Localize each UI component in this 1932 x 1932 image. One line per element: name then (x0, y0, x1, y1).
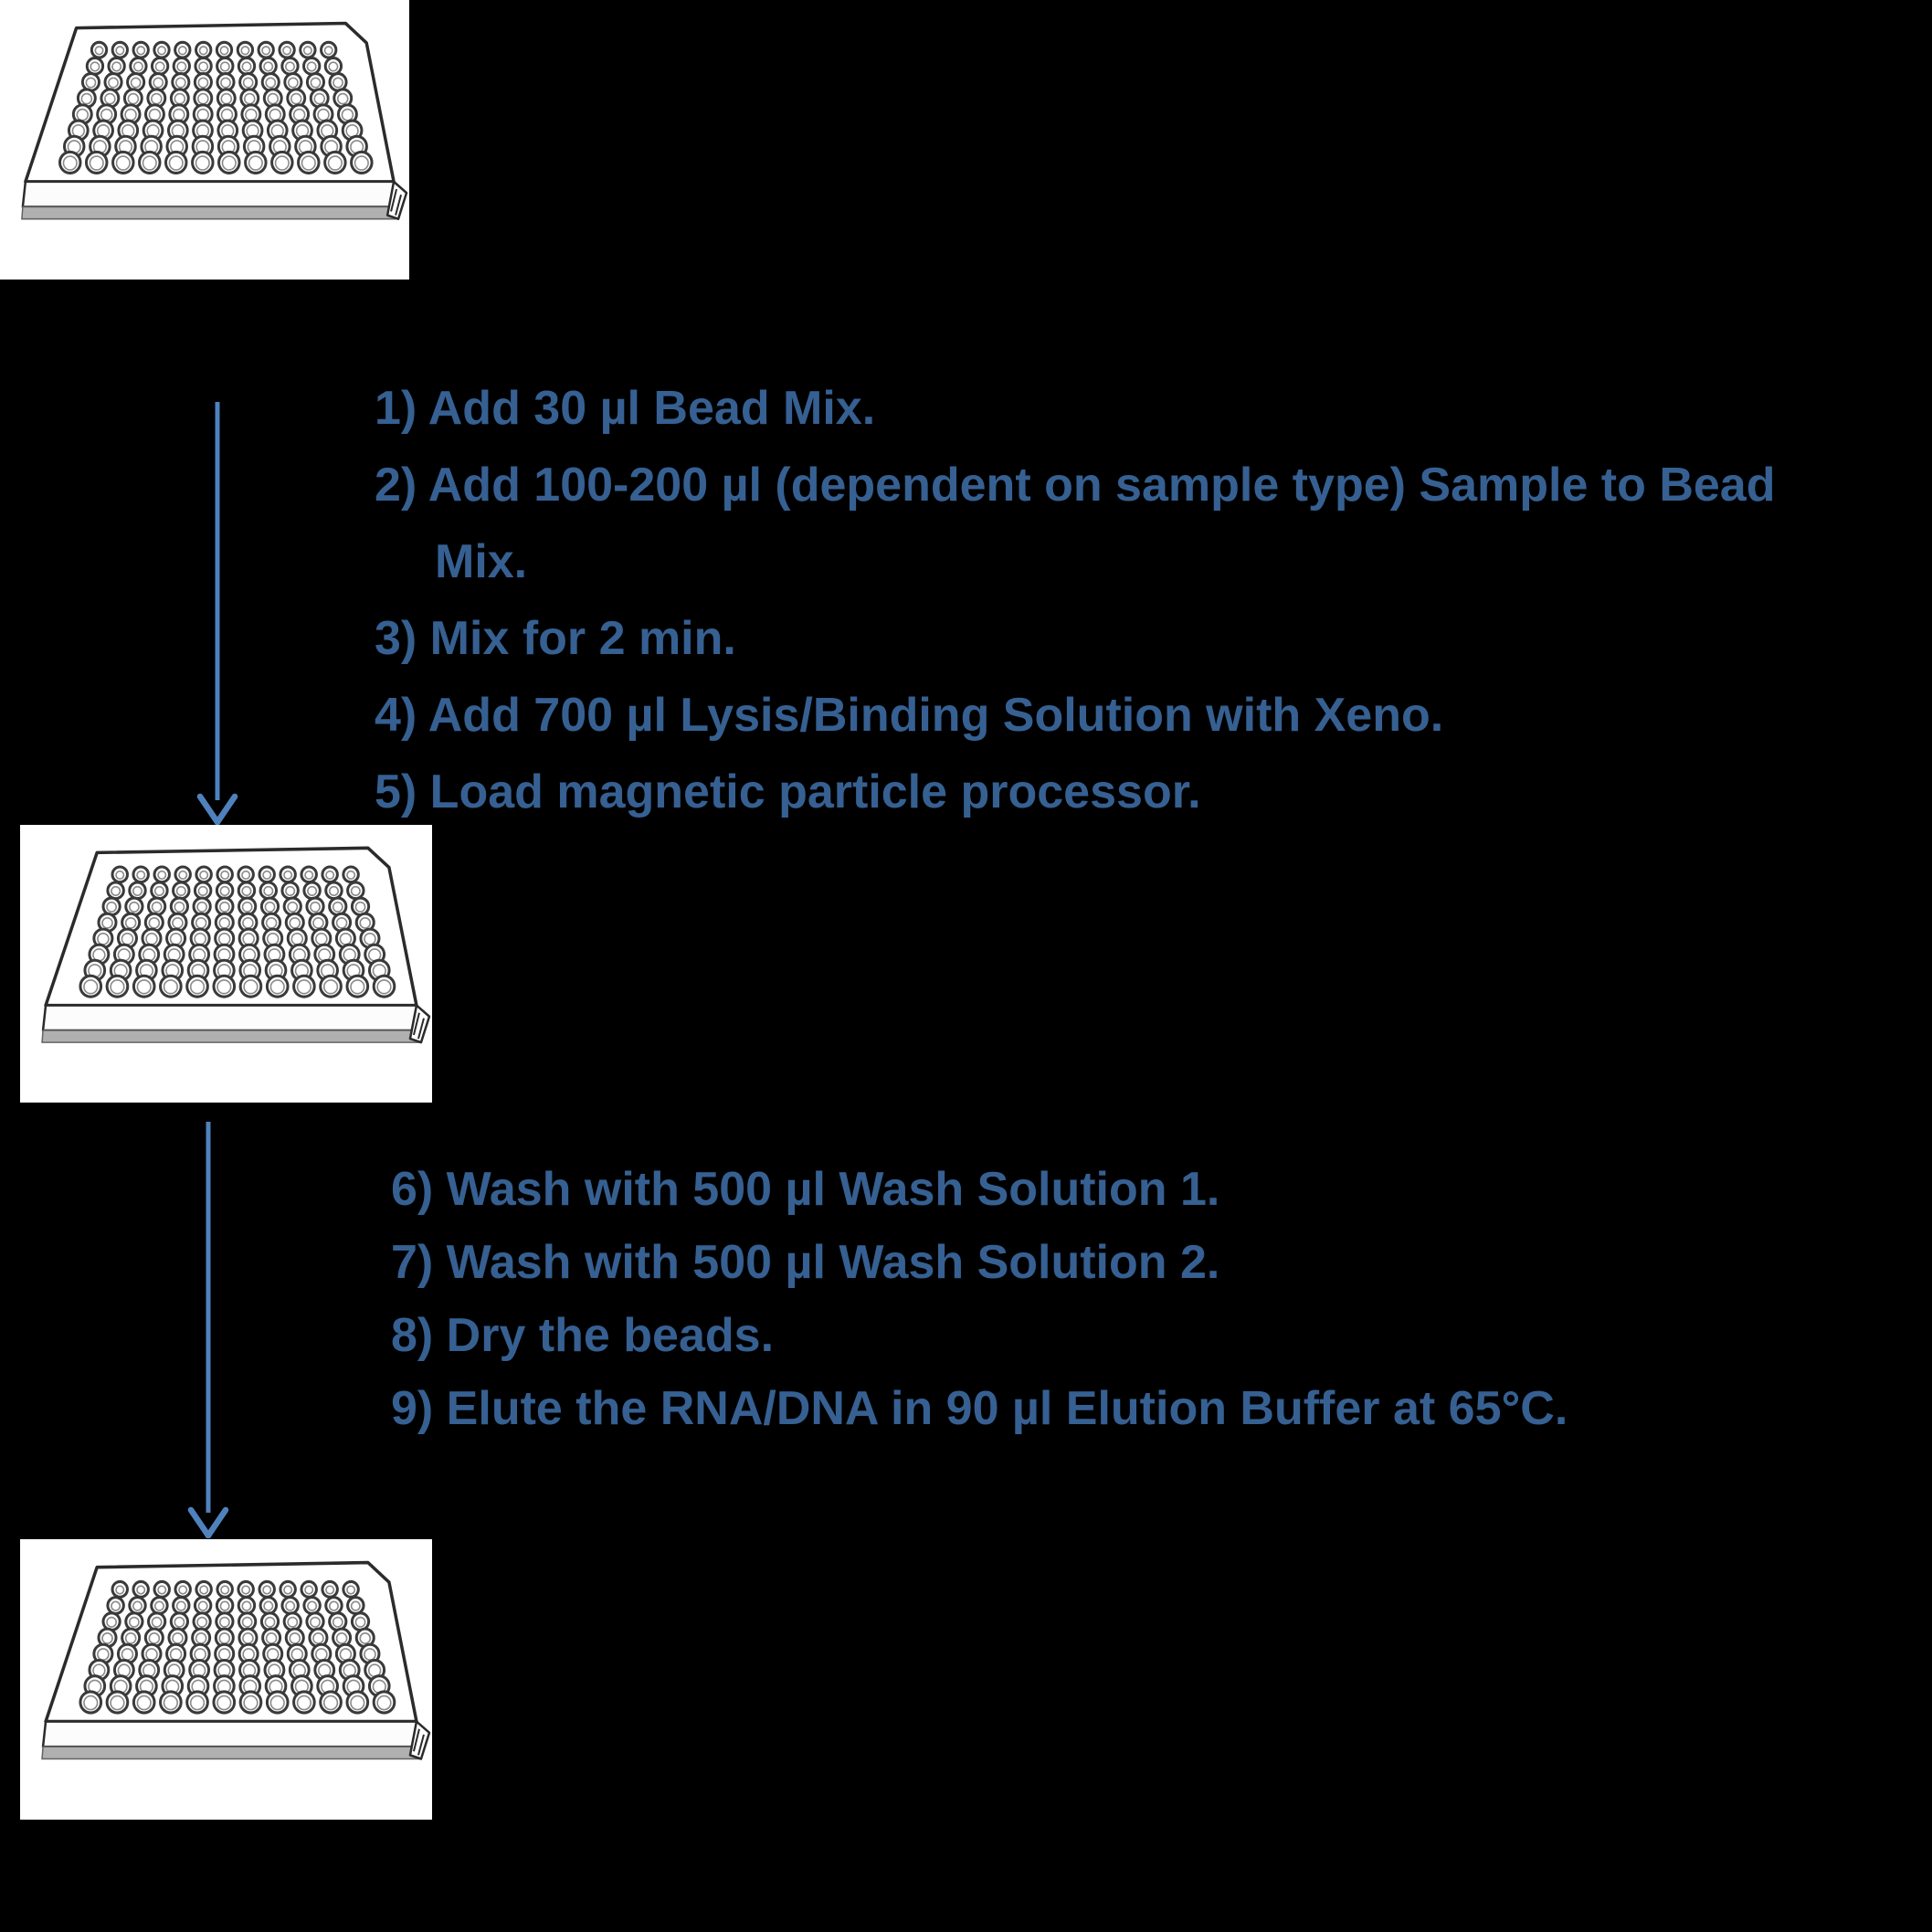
protocol-step-9: 9) Elute the RNA/DNA in 90 µl Elution Bu… (391, 1382, 1568, 1435)
protocol-step-5: 5) Load magnetic particle processor. (375, 765, 1201, 818)
protocol-step-2: 2) Add 100-200 µl (dependent on sample t… (375, 459, 1776, 512)
protocol-steps-1-5: 1) Add 30 µl Bead Mix. 2) Add 100-200 µl… (375, 370, 1776, 830)
flow-arrow-down-2 (187, 1122, 229, 1538)
96-well-microplate-icon (20, 1539, 432, 1820)
protocol-step-6: 6) Wash with 500 µl Wash Solution 1. (391, 1163, 1220, 1216)
protocol-step-8: 8) Dry the beads. (391, 1309, 775, 1362)
protocol-step-2-continued: Mix. (435, 535, 528, 588)
96-well-microplate-icon (0, 0, 409, 280)
protocol-steps-6-9: 6) Wash with 500 µl Wash Solution 1. 7) … (391, 1153, 1568, 1445)
protocol-step-7: 7) Wash with 500 µl Wash Solution 2. (391, 1236, 1220, 1289)
protocol-step-4: 4) Add 700 µl Lysis/Binding Solution wit… (375, 689, 1444, 742)
microplate-image-2 (20, 825, 432, 1103)
protocol-step-3: 3) Mix for 2 min. (375, 612, 736, 665)
96-well-microplate-icon (20, 825, 432, 1103)
protocol-step-1: 1) Add 30 µl Bead Mix. (375, 382, 876, 435)
flow-arrow-down-1 (196, 402, 238, 826)
microplate-image-3 (20, 1539, 432, 1820)
microplate-image-1 (0, 0, 409, 280)
